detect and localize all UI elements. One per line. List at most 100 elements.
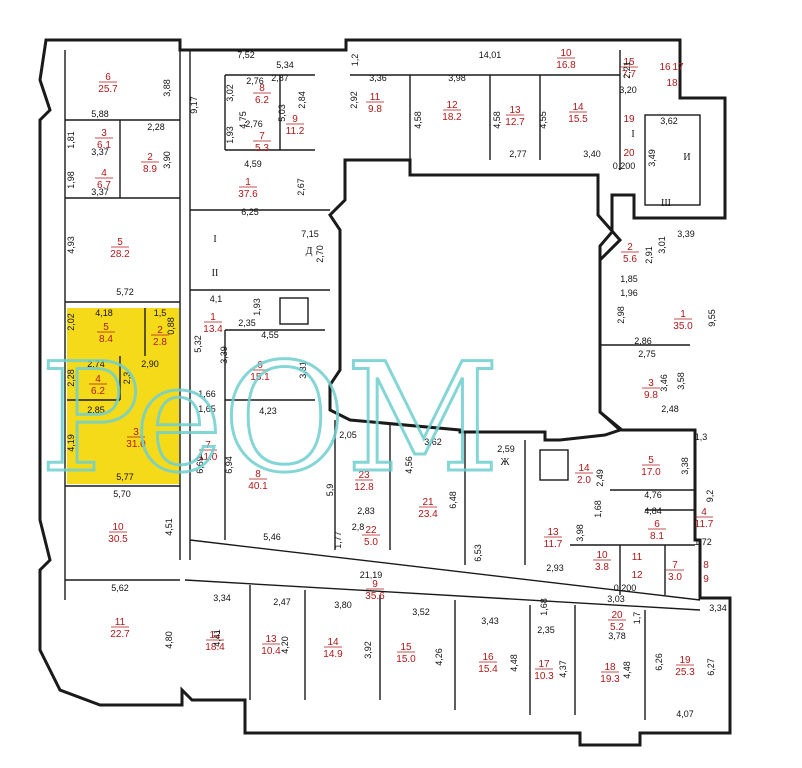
room-e3[interactable]: 39.8 — [642, 378, 660, 401]
room-number: 23 — [358, 470, 370, 481]
room-e4[interactable]: 411.7 — [695, 507, 714, 530]
stair-label: I — [213, 234, 216, 245]
dimension-label: 3,20 — [619, 85, 637, 95]
room-n18[interactable]: 18 — [666, 78, 678, 89]
room-s9[interactable]: 935.6 — [365, 579, 385, 602]
room-e8[interactable]: 8 — [703, 560, 709, 571]
room-y4[interactable]: 46.2 — [89, 374, 107, 397]
room-area: 18.4 — [205, 642, 225, 653]
room-c8[interactable]: 86.2 — [253, 83, 271, 106]
room-y3[interactable]: 331.0 — [126, 427, 146, 450]
room-number: 19 — [679, 655, 691, 666]
dimension-label: 4,80 — [164, 631, 174, 649]
room-c1[interactable]: 137.6 — [238, 177, 258, 200]
room-n20[interactable]: 20 — [623, 148, 635, 159]
room-y5[interactable]: 58.4 — [97, 322, 115, 345]
room-n17[interactable]: 17 — [672, 62, 684, 73]
room-w2[interactable]: 28.9 — [141, 152, 159, 175]
room-e10[interactable]: 103.8 — [593, 550, 611, 573]
room-e6[interactable]: 68.1 — [648, 519, 666, 542]
room-w3[interactable]: 36.1 — [95, 128, 113, 151]
room-m22[interactable]: 225.0 — [362, 525, 380, 548]
room-area: 3.8 — [595, 562, 609, 573]
room-area: 28.2 — [110, 249, 130, 260]
dimension-label: 1,85 — [620, 274, 638, 284]
room-n16[interactable]: 16 — [659, 62, 671, 73]
room-n11[interactable]: 119.8 — [366, 92, 384, 115]
room-area: 2.0 — [577, 475, 591, 486]
room-number: 8 — [703, 560, 709, 571]
dimension-label: 5,70 — [113, 489, 131, 499]
room-area: 6.1 — [97, 140, 111, 151]
room-e7[interactable]: 73.0 — [666, 560, 684, 583]
room-area: 31.0 — [126, 439, 146, 450]
dimension-label: 4,19 — [66, 434, 76, 452]
highlight-room-5[interactable] — [67, 308, 179, 356]
room-c7[interactable]: 75.3 — [253, 131, 271, 154]
dimension-label: 14,01 — [479, 50, 502, 60]
room-e9[interactable]: 9 — [703, 574, 709, 585]
room-e2[interactable]: 25.6 — [621, 242, 639, 265]
dimension-label: 4,76 — [644, 490, 662, 500]
dimension-label: 4,93 — [66, 236, 76, 254]
room-e1[interactable]: 135.0 — [673, 309, 693, 332]
dimension-label: 5,34 — [276, 60, 294, 70]
room-number: 13 — [265, 634, 277, 645]
dimension-label: 0,200 — [613, 161, 636, 171]
stair-label: I — [631, 129, 634, 140]
room-m6[interactable]: 615.1 — [250, 360, 270, 383]
room-m7[interactable]: 711.0 — [199, 440, 218, 463]
room-e14[interactable]: 142.0 — [575, 463, 593, 486]
room-n19[interactable]: 19 — [623, 114, 635, 125]
highlight-room-3[interactable] — [67, 356, 179, 484]
room-w4[interactable]: 46.7 — [95, 168, 113, 191]
dimension-label: 4,26 — [434, 648, 444, 666]
room-e11[interactable]: 11 — [632, 552, 643, 563]
room-w6[interactable]: 625.7 — [98, 72, 118, 95]
room-e12[interactable]: 12 — [631, 570, 643, 581]
room-y2[interactable]: 22.8 — [151, 325, 169, 348]
room-number: 8 — [259, 83, 265, 94]
dimension-label: 4,48 — [509, 654, 519, 672]
stair-label: И — [683, 152, 690, 163]
watermark-text: PeOM — [40, 332, 500, 506]
partitions — [64, 50, 701, 720]
dimension-label: 6,69 — [195, 456, 205, 474]
room-area: 35.0 — [673, 321, 693, 332]
room-area: 5.2 — [610, 622, 624, 633]
room-n15[interactable]: 157.7 — [620, 57, 638, 80]
dimension-label: 4,75 — [238, 111, 248, 129]
dimension-label: 3,34 — [709, 603, 727, 613]
room-e5[interactable]: 517.0 — [641, 455, 661, 478]
room-number: 14 — [327, 637, 339, 648]
room-s20[interactable]: 205.2 — [608, 610, 626, 633]
room-number: 1 — [245, 177, 251, 188]
room-area: 2.8 — [153, 337, 167, 348]
room-w5[interactable]: 528.2 — [110, 237, 130, 260]
dimension-label: 3,39 — [677, 229, 695, 239]
room-m1[interactable]: 113.4 — [203, 312, 223, 335]
room-m8[interactable]: 840.1 — [248, 469, 268, 492]
room-c9[interactable]: 911.2 — [286, 114, 305, 137]
dimension-label: 2,67 — [296, 178, 306, 196]
dimension-label: 6,25 — [241, 207, 259, 217]
dimension-label: 1,7 — [632, 612, 642, 625]
room-number: 7 — [672, 560, 678, 571]
